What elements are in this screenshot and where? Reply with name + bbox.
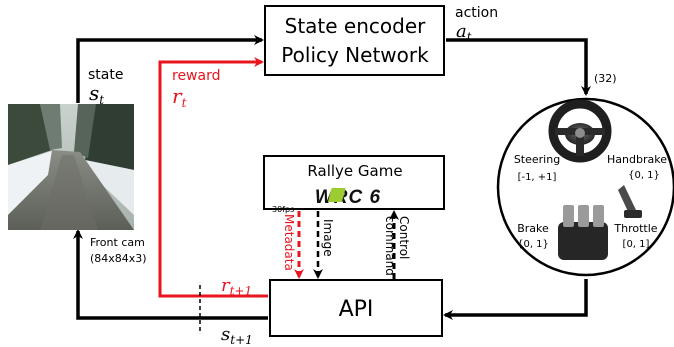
state-label: state — [88, 67, 123, 83]
controls-count: (32) — [594, 72, 617, 85]
state-arrow — [76, 35, 264, 103]
next-reward-symbol: rt+1 — [221, 275, 252, 298]
game-box — [263, 155, 445, 210]
brake-range: {0, 1} — [517, 239, 549, 250]
next-state-symbol: st+1 — [221, 324, 253, 347]
steering-range: [-1, +1] — [518, 172, 557, 183]
throttle-label: Throttle — [613, 222, 657, 235]
game-title: Rallye Game — [307, 162, 402, 180]
next-state-arrow — [73, 229, 268, 320]
wrc6-logo: WRC 6 — [315, 187, 381, 208]
action-symbol: at — [456, 21, 472, 44]
pedals-icon — [558, 205, 608, 260]
encoder-line1: State encoder — [285, 14, 427, 38]
throttle-range: [0, 1] — [623, 239, 650, 250]
brake-label: Brake — [517, 222, 549, 235]
handbrake-icon — [618, 185, 642, 218]
handbrake-label: Handbrake — [607, 153, 667, 166]
reward-label: reward — [172, 68, 221, 84]
action-arrow — [446, 38, 591, 96]
state-symbol: st — [89, 81, 104, 107]
controls-circle — [496, 97, 674, 277]
camera-line2: (84x84x3) — [90, 252, 147, 265]
front-cam-image — [8, 104, 134, 230]
handbrake-range: {0, 1} — [628, 170, 660, 181]
control-command-label: Controlcommand — [383, 216, 411, 276]
reward-symbol: rt — [172, 84, 187, 110]
action-label: action — [455, 5, 498, 21]
svg-text:WRC 6: WRC 6 — [315, 187, 381, 208]
encoder-line2: Policy Network — [281, 43, 429, 67]
metadata-label: Metadata — [282, 214, 296, 271]
camera-line1: Front cam — [90, 236, 145, 249]
steering-label: Steering — [514, 153, 560, 166]
steering-wheel-icon — [548, 99, 612, 163]
fps-label: 30fps — [272, 205, 294, 214]
next-reward-arrow — [158, 57, 268, 298]
api-label: API — [339, 297, 374, 322]
controls-to-api-arrow — [443, 279, 588, 320]
image-label: Image — [321, 219, 335, 257]
api-box — [269, 279, 443, 337]
encoder-box — [264, 5, 445, 76]
